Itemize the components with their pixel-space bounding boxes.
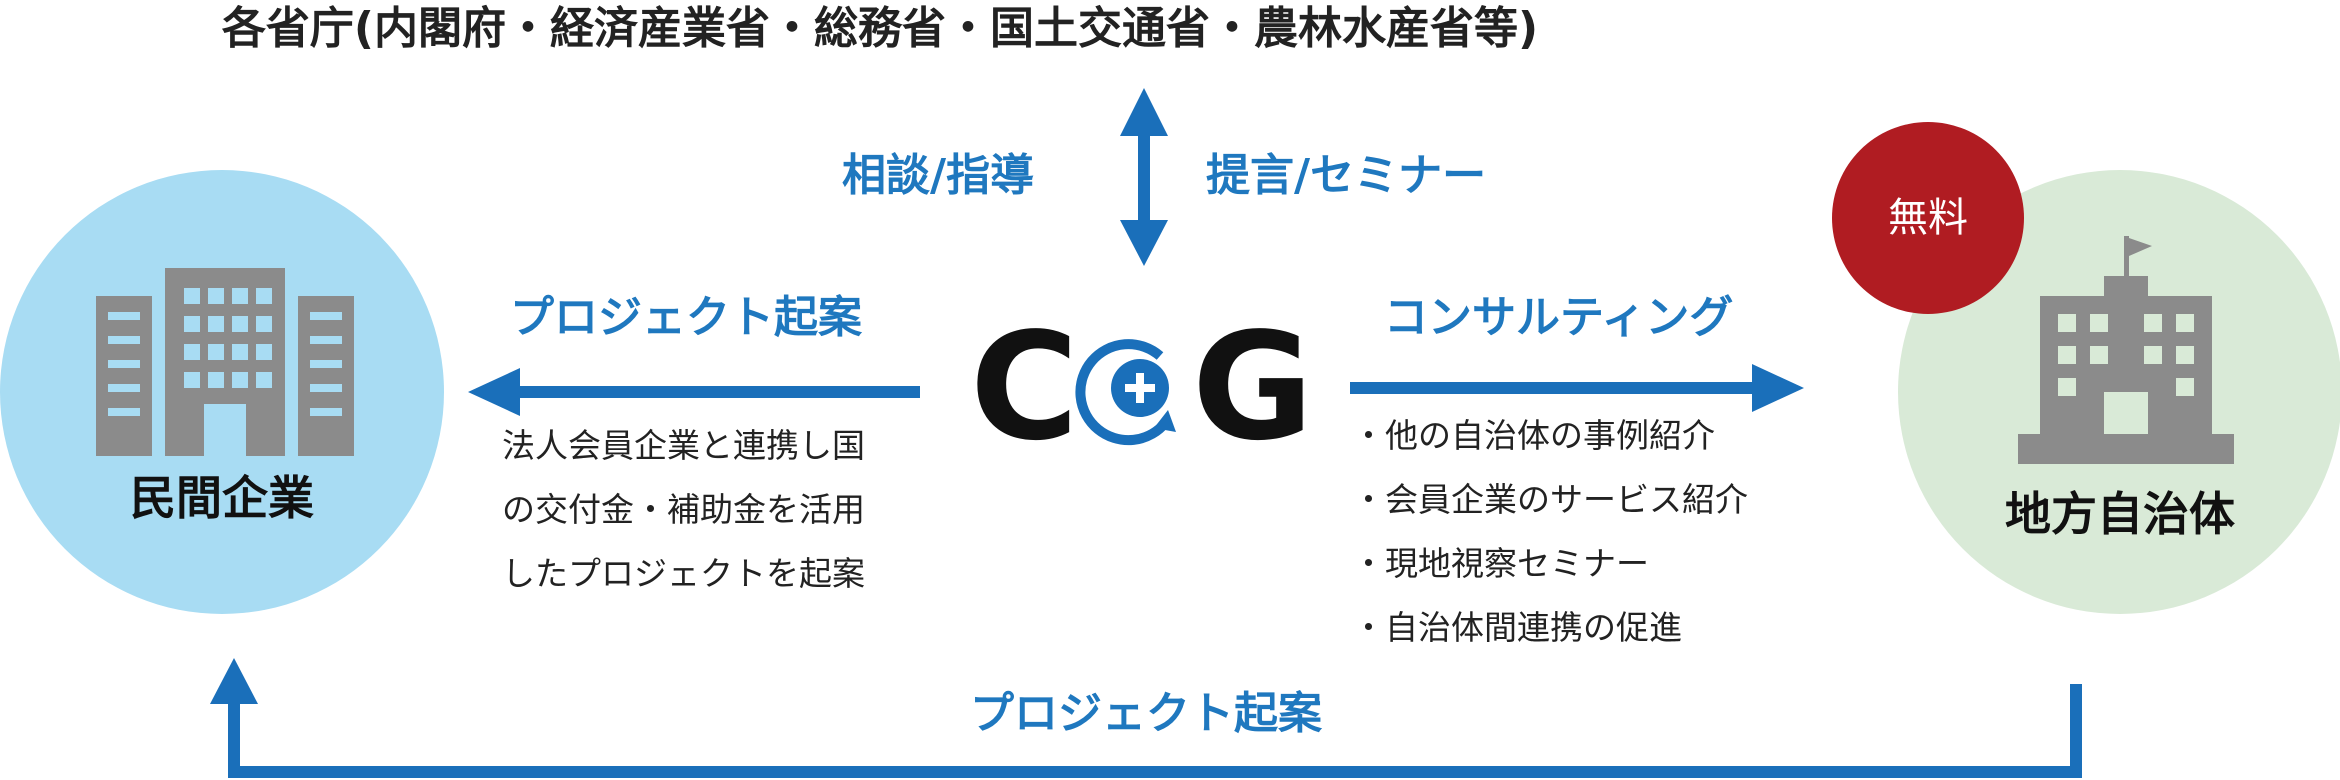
list-item: 自治体間連携の促進	[1352, 596, 1748, 660]
vertical-double-arrow	[1120, 88, 1168, 266]
cog-logo-mark	[1075, 339, 1176, 446]
list-item: 会員企業のサービス紹介	[1352, 468, 1748, 532]
consult-guidance-label: 相談/指導	[842, 150, 1035, 201]
svg-text:G: G	[1192, 310, 1310, 460]
proposal-seminar-label: 提言/セミナー	[1206, 150, 1487, 201]
private-company-label: 民間企業	[130, 471, 314, 525]
office-building-icon	[96, 268, 354, 456]
list-item: 現地視察セミナー	[1352, 532, 1748, 596]
municipality-label: 地方自治体	[2005, 487, 2235, 541]
right-arrow	[1350, 364, 1804, 412]
free-badge	[1832, 122, 2024, 314]
left-arrow	[468, 368, 920, 416]
left-description: 法人会員企業と連携し国 の交付金・補助金を活用 したプロジェクトを起案	[502, 414, 865, 606]
ministries-title: 各省庁(内閣府・経済産業省・総務省・国土交通省・農林水産省等)	[221, 3, 1539, 54]
bottom-return-arrow	[210, 658, 2082, 778]
left-description-line: 法人会員企業と連携し国	[502, 426, 865, 465]
bottom-arrow-label: プロジェクト起案	[970, 688, 1322, 739]
svg-text:C: C	[970, 310, 1079, 460]
left-arrow-label: プロジェクト起案	[510, 292, 862, 343]
list-item: 他の自治体の事例紹介	[1352, 404, 1748, 468]
right-arrow-label: コンサルティング	[1384, 292, 1734, 343]
cog-logo: C G	[970, 310, 1310, 460]
city-hall-icon	[2018, 236, 2234, 464]
free-badge-label: 無料	[1888, 195, 1968, 241]
left-description-line: したプロジェクトを起案	[502, 554, 865, 593]
left-description-line: の交付金・補助金を活用	[502, 490, 865, 529]
consulting-bullet-list: 他の自治体の事例紹介 会員企業のサービス紹介 現地視察セミナー 自治体間連携の促…	[1352, 404, 1748, 660]
